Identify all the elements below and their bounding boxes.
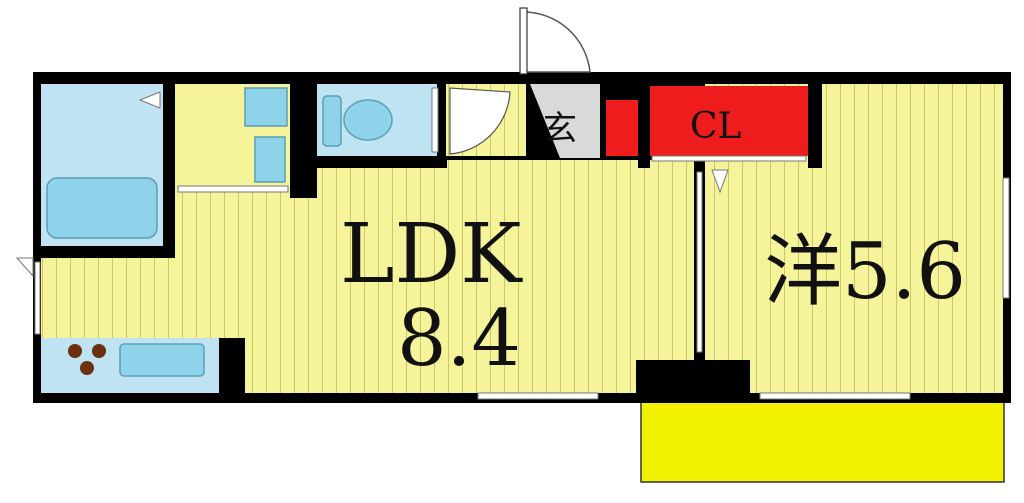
bathtub — [46, 177, 158, 239]
balcony — [640, 401, 1005, 483]
left-door-marker — [15, 257, 34, 278]
wall-entrance-closet — [638, 84, 650, 168]
closet — [650, 86, 808, 156]
stove-burner — [68, 344, 82, 358]
hall-door-swing — [449, 87, 511, 155]
washroom-door — [177, 185, 289, 193]
window-left — [34, 261, 41, 335]
ldk-area: 8.4 — [397, 294, 521, 384]
window-ldk — [477, 392, 599, 400]
front-door-swing — [522, 11, 591, 73]
entrance-floor — [530, 84, 600, 158]
wall-bath-ldk — [41, 246, 171, 258]
kitchen-wall — [219, 338, 245, 393]
front-door-frame — [519, 7, 528, 75]
closet-label: CL — [690, 106, 742, 147]
window-right — [1002, 177, 1010, 299]
window-western — [759, 392, 911, 400]
toilet-bowl — [343, 99, 393, 141]
kitchen-sink — [119, 343, 205, 377]
washing-machine-pan — [244, 87, 288, 127]
sink — [254, 136, 286, 183]
closet-door — [651, 155, 807, 162]
wall-closet-western — [808, 84, 822, 168]
stove-burner — [80, 361, 94, 375]
western-door-marker — [711, 169, 729, 194]
stove-burner — [92, 344, 106, 358]
toilet-door — [431, 87, 439, 153]
toilet-tank — [322, 95, 342, 147]
ldk-label: LDK — [340, 207, 523, 302]
door-ldk-western — [696, 171, 703, 353]
wall-toilet-ldk — [317, 156, 447, 168]
bath-door-marker — [138, 91, 161, 109]
western-room-label: 洋5.6 — [764, 227, 966, 317]
entrance-label: 玄 — [543, 109, 577, 149]
wall-bath-wash — [163, 84, 175, 258]
wall-wash-toilet — [290, 84, 317, 198]
shoe-closet — [606, 100, 638, 156]
pillar — [636, 360, 750, 403]
